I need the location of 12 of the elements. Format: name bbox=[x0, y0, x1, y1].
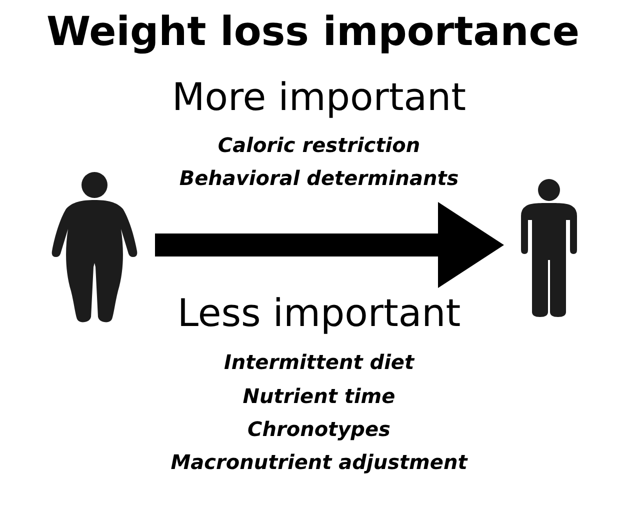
factor-text: Chronotypes bbox=[248, 417, 390, 442]
title: Weight loss importance bbox=[46, 8, 580, 56]
heavy-person-silhouette bbox=[50, 171, 139, 324]
importance-heading: Less important bbox=[177, 290, 461, 337]
factor-text: Macronutrient adjustment bbox=[170, 450, 468, 474]
factor-text: Intermittent diet bbox=[224, 350, 414, 374]
importance-heading: More important bbox=[172, 74, 466, 121]
factor-text: Nutrient time bbox=[242, 384, 396, 408]
factor-text: Behavioral determinants bbox=[179, 166, 459, 190]
slim-person-silhouette bbox=[520, 178, 578, 318]
arrow bbox=[155, 202, 504, 288]
factor-text: Caloric restriction bbox=[218, 133, 420, 158]
